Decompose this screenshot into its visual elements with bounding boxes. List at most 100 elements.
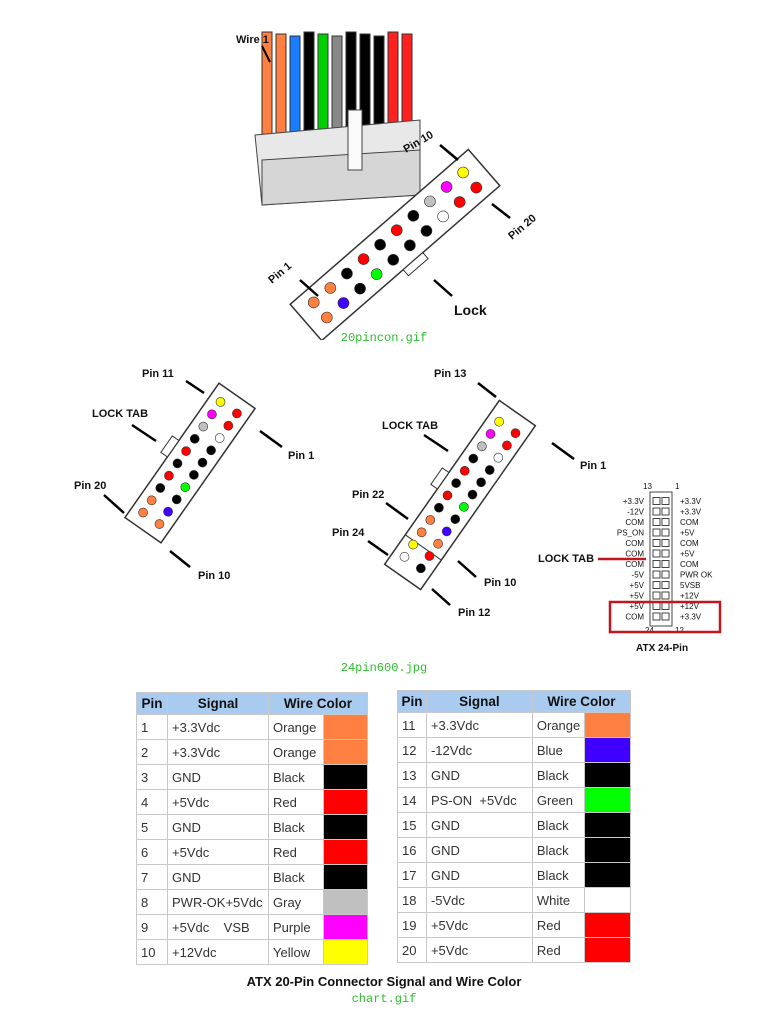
pin-hole <box>206 445 216 456</box>
signal-cell: +5Vdc <box>425 937 533 963</box>
color-swatch <box>323 789 368 815</box>
signal-cell: +5Vdc <box>425 912 533 938</box>
atx-left-label: +5V <box>630 592 645 601</box>
color-name-cell: Orange <box>531 712 586 738</box>
pin-hole <box>510 428 521 438</box>
atx-right-label: PWR OK <box>680 571 713 580</box>
atx-right-label: COM <box>680 518 699 527</box>
right-pin12-label: Pin 12 <box>458 607 490 619</box>
pin-hole <box>390 224 403 237</box>
color-swatch <box>323 739 368 765</box>
atx-left-label: COM <box>625 518 644 527</box>
pin-cell: 8 <box>136 889 168 915</box>
pin-hole <box>399 552 410 562</box>
pin-hole <box>215 397 226 407</box>
pin-hole <box>485 429 496 439</box>
atx-right-label: COM <box>680 560 699 569</box>
color-swatch <box>323 939 368 965</box>
color-name-cell: Black <box>268 764 324 790</box>
pin-hole <box>180 482 191 492</box>
pin-hole <box>321 311 333 324</box>
pin-hole <box>424 195 436 208</box>
pin-hole <box>154 519 165 529</box>
pin-hole <box>370 268 383 280</box>
signal-cell: PWR-OK+5Vdc <box>167 889 269 915</box>
left-pin1-label: Pin 1 <box>288 450 314 462</box>
signal-cell: +5Vdc <box>167 789 269 815</box>
atx-right-label: +3.3V <box>680 508 702 517</box>
pin-hole <box>407 210 420 222</box>
figure2-caption: 24pin600.jpg <box>340 661 428 675</box>
signal-cell: GND <box>167 814 269 840</box>
pin-hole <box>468 453 479 464</box>
atx-label-13: 13 <box>643 482 652 491</box>
24-pin-connector-diagram: Pin 11 LOCK TAB Pin 1 Pin 20 Pin 10 Pin … <box>74 368 722 654</box>
figure1-caption: 20pincon.gif <box>340 331 428 345</box>
pin-hole <box>450 514 461 524</box>
header-1: Signal <box>425 690 533 713</box>
right-pin10-label: Pin 10 <box>484 577 516 589</box>
pin-hole <box>214 433 225 443</box>
color-swatch <box>584 862 631 888</box>
pin-hole <box>470 181 483 194</box>
signal-cell: -12Vdc <box>425 737 533 763</box>
pin-hole <box>357 253 370 265</box>
atx-label-12: 12 <box>675 626 684 635</box>
pin-cell: 17 <box>397 862 427 888</box>
color-name-cell: Black <box>531 812 586 838</box>
left-pin10-label: Pin 10 <box>198 570 230 582</box>
color-name-cell: Red <box>531 937 586 963</box>
pin-hole <box>197 457 208 468</box>
atx-left-label: -5V <box>632 571 645 580</box>
atx-right-label: +3.3V <box>680 613 702 622</box>
atx-pin <box>661 539 670 547</box>
color-name-cell: Red <box>268 789 324 815</box>
atx-pin <box>652 560 661 568</box>
color-swatch <box>584 712 631 738</box>
pin-hole <box>387 253 400 266</box>
pin-hole <box>155 483 166 493</box>
atx-left-label: +5V <box>630 602 645 611</box>
color-swatch <box>584 812 631 838</box>
right-pin24-label: Pin 24 <box>332 527 365 539</box>
pin-cell: 5 <box>136 814 168 840</box>
pin-hole <box>207 409 217 420</box>
atx-right-label: COM <box>680 539 699 548</box>
pin-hole <box>459 502 469 512</box>
pin-cell: 11 <box>397 712 427 738</box>
wire <box>275 33 287 145</box>
pin-cell: 19 <box>397 912 427 938</box>
header-0: Pin <box>136 692 168 715</box>
color-name-cell: Orange <box>268 714 324 740</box>
pin-hole <box>457 166 469 179</box>
pin-hole <box>424 551 435 561</box>
header-1: Signal <box>167 692 269 715</box>
pin-hole <box>198 421 209 432</box>
signal-cell: GND <box>425 862 533 888</box>
wire1-label: Wire 1 <box>236 34 269 46</box>
pin-hole <box>502 440 512 451</box>
pin-hole <box>307 296 320 309</box>
signal-cell: GND <box>167 764 269 790</box>
atx-pin <box>652 497 661 505</box>
lock-label: Lock <box>454 302 487 318</box>
pin-hole <box>477 441 487 452</box>
color-swatch <box>323 764 368 790</box>
pin1-label: Pin 1 <box>266 260 294 286</box>
20-pin-connector-diagram: Wire 1 Pin 10 Pin 20 Pin 1 Lock <box>236 31 539 340</box>
pin-cell: 16 <box>397 837 427 863</box>
pin-hole <box>164 470 174 481</box>
color-swatch <box>584 762 631 788</box>
signal-cell: GND <box>425 812 533 838</box>
